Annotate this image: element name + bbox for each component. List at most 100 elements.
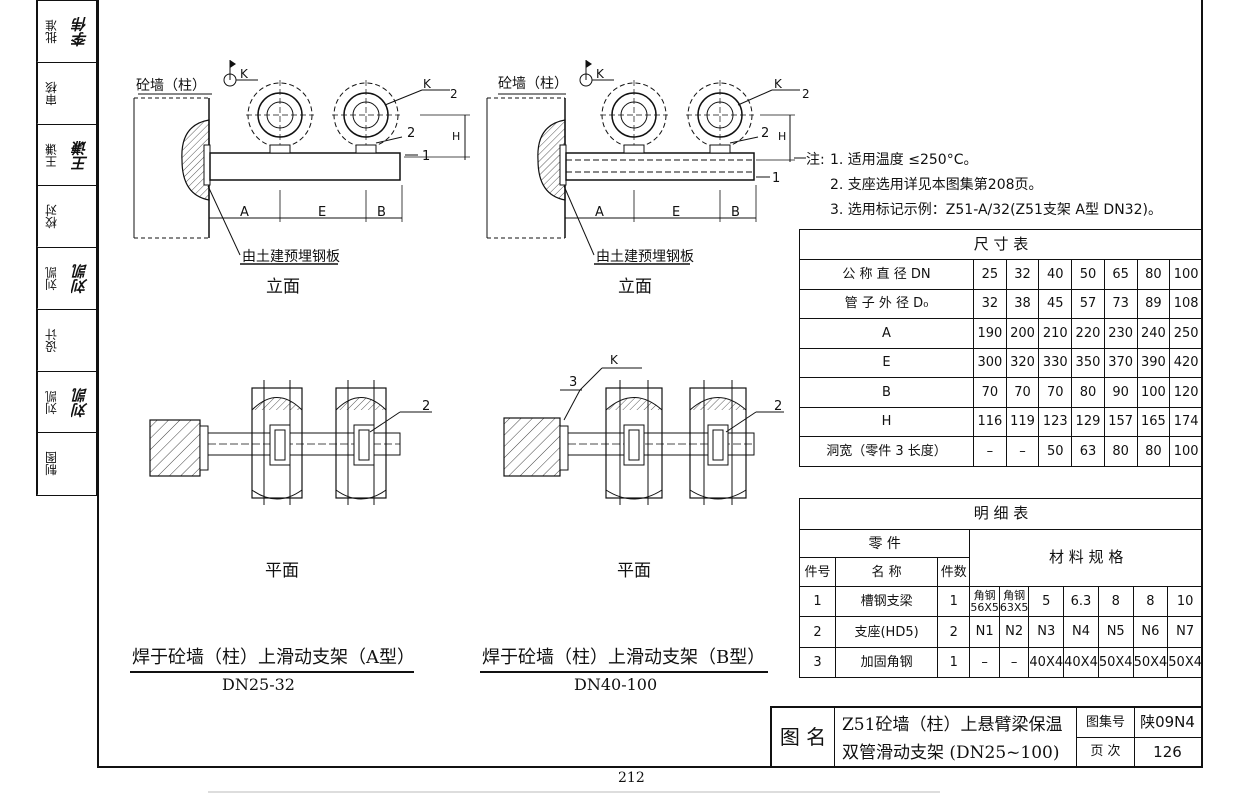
detail-spec-cell: N6 — [1132, 616, 1169, 648]
dimension-cell: 89 — [1136, 288, 1171, 319]
detail-table-title: 明 细 表 — [799, 498, 1203, 530]
mark-2-top-b: 2 — [802, 87, 810, 101]
dim-e-a: E — [318, 205, 326, 220]
plan-label-b: 平面 — [617, 561, 651, 581]
signature-row: 王谦王谦 — [37, 124, 96, 187]
detail-qty: 1 — [937, 586, 971, 618]
dimension-cell: 220 — [1071, 318, 1105, 349]
signature-row: 批准李伟 — [37, 1, 96, 63]
part-2-b: 2 — [761, 126, 769, 141]
detail-spec-cell: 40X4 — [1063, 646, 1099, 679]
dimension-cell: 190 — [973, 318, 1007, 349]
atlas-no: 陕09N4 — [1134, 708, 1201, 738]
dim-b-a: B — [377, 205, 386, 220]
elevation-label-a: 立面 — [266, 277, 300, 297]
dimension-cell: 50 — [1071, 259, 1105, 290]
range-b: DN40-100 — [574, 675, 657, 694]
dimension-cell: 80 — [1103, 436, 1138, 467]
detail-spec-cell: 6.3 — [1063, 586, 1099, 618]
dimension-row-label: 公 称 直 径 DN — [799, 259, 974, 290]
detail-spec-cell: 角钢 63X5 — [998, 586, 1030, 618]
detail-qty: 1 — [937, 646, 971, 679]
mark-k-a: K — [240, 67, 249, 81]
detail-spec-cell: 5 — [1028, 586, 1065, 618]
detail-spec-cell: 50X4 — [1097, 646, 1134, 679]
dimension-cell: 200 — [1005, 318, 1040, 349]
page-label: 页 次 — [1076, 738, 1135, 766]
part-1-b: 1 — [772, 171, 780, 186]
detail-spec-cell: 8 — [1097, 586, 1134, 618]
title-label: 图 名 — [772, 708, 835, 766]
detail-spec-cell: N2 — [998, 616, 1030, 648]
dimension-cell: 165 — [1136, 406, 1171, 437]
mark-k2-b: K — [774, 77, 783, 91]
dim-h-b: H — [778, 130, 786, 143]
col-name: 名 称 — [834, 557, 939, 588]
dimension-cell: 320 — [1005, 347, 1040, 378]
detail-spec-cell: 10 — [1167, 586, 1203, 618]
dim-e-b: E — [672, 205, 680, 220]
dimension-cell: 390 — [1136, 347, 1171, 378]
dimension-row-label: 管 子 外 径 D₀ — [799, 288, 974, 319]
embed-plate-a: 由土建预埋钢板 — [242, 249, 340, 265]
part-1-a: 1 — [422, 149, 430, 164]
plan-part-2-b: 2 — [774, 399, 782, 414]
dim-b-b: B — [731, 205, 740, 220]
detail-no: 2 — [799, 616, 836, 648]
dimension-cell: 57 — [1071, 288, 1105, 319]
dimension-cell: 100 — [1169, 436, 1203, 467]
part-2-a: 2 — [407, 126, 415, 141]
plan-b — [503, 367, 784, 505]
dimension-cell: 174 — [1169, 406, 1203, 437]
signature-row: 设计 — [37, 309, 96, 372]
dimension-row-label: 洞宽（零件 3 长度） — [799, 436, 974, 467]
dimension-cell: – — [1005, 436, 1040, 467]
page-no: 126 — [1153, 743, 1182, 761]
detail-no: 1 — [799, 586, 836, 618]
atlas-label: 图集号 — [1076, 708, 1135, 738]
wall-label-a: 砼墙（柱） — [136, 78, 206, 94]
detail-name: 支座(HD5) — [834, 616, 939, 648]
dimension-cell: 32 — [1005, 259, 1040, 290]
dim-h-a: H — [452, 130, 460, 143]
signature-side-block: 批准李伟审核王谦王谦校对刘凯刘凯设计刘凯刘凯制图 — [36, 0, 97, 496]
dimension-cell: 70 — [1038, 377, 1073, 408]
dimension-cell: 90 — [1103, 377, 1138, 408]
dimension-cell: 100 — [1169, 259, 1203, 290]
detail-spec-cell: 40X4 — [1028, 646, 1065, 679]
dimension-table-title: 尺 寸 表 — [799, 229, 1203, 260]
dimension-cell: 80 — [1071, 377, 1105, 408]
signature-row: 审核 — [37, 62, 96, 125]
dimension-cell: 40 — [1038, 259, 1073, 290]
plan-part-2-a: 2 — [422, 399, 430, 414]
dimension-cell: 350 — [1071, 347, 1105, 378]
dimension-cell: 250 — [1169, 318, 1203, 349]
dimension-cell: 210 — [1038, 318, 1073, 349]
plan-label-a: 平面 — [265, 561, 299, 581]
parts-header: 零 件 — [798, 528, 971, 559]
title-b: 焊于砼墙（柱）上滑动支架（B型） — [482, 647, 765, 668]
detail-spec-cell: – — [998, 646, 1030, 679]
dimension-cell: 38 — [1005, 288, 1040, 319]
elevation-label-b: 立面 — [618, 277, 652, 297]
detail-no: 3 — [799, 646, 836, 679]
dimension-cell: 116 — [973, 406, 1007, 437]
dimension-cell: 300 — [973, 347, 1007, 378]
dimension-cell: 45 — [1038, 288, 1073, 319]
title-a: 焊于砼墙（柱）上滑动支架（A型） — [132, 647, 415, 668]
notes-heading: 注: — [806, 152, 825, 168]
dimension-cell: 50 — [1038, 436, 1073, 467]
dimension-row-label: A — [799, 318, 974, 349]
dimension-cell: 230 — [1103, 318, 1138, 349]
detail-spec-cell: N7 — [1167, 616, 1203, 648]
detail-spec-cell: N5 — [1097, 616, 1134, 648]
dimension-cell: 240 — [1136, 318, 1171, 349]
dimension-cell: 119 — [1005, 406, 1040, 437]
elevation-b — [486, 60, 800, 265]
dimension-cell: 120 — [1169, 377, 1203, 408]
dimension-cell: 123 — [1038, 406, 1073, 437]
